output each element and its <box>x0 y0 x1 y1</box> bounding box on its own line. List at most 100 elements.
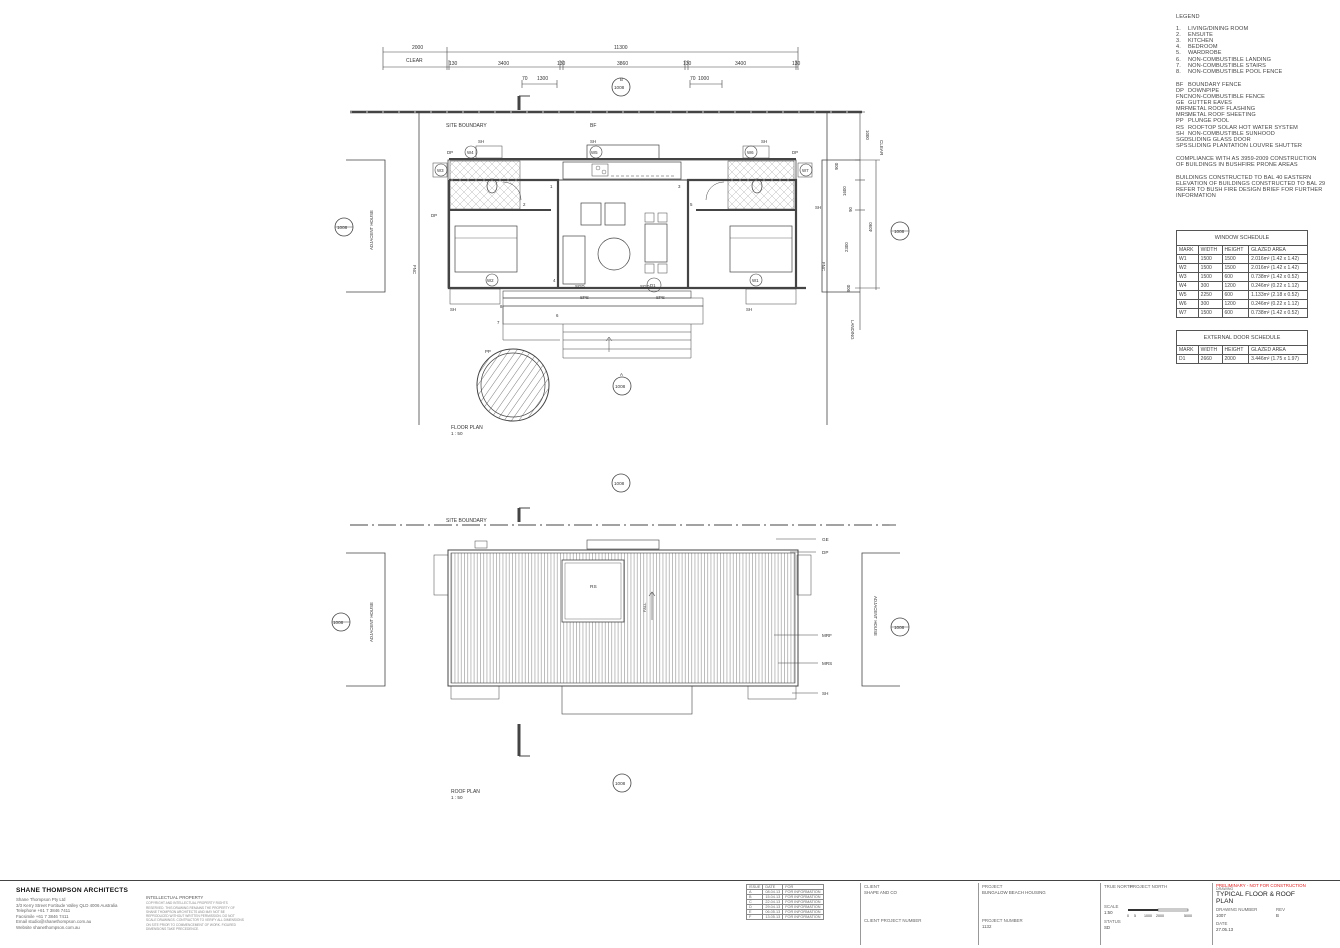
true-north-label: TRUE NORTH <box>1104 884 1133 889</box>
legend-label: LIVING/DINING ROOM <box>1188 26 1249 33</box>
scale-bar-2: 1000 <box>1144 914 1152 918</box>
abbreviation-key: BF <box>1176 81 1184 88</box>
roof-ref-top: 1008 <box>614 481 625 486</box>
scale-bar-4: 5000 <box>1184 914 1192 918</box>
floor-plan-labels: 2000 CLEAR 11300 130 3400 130 3860 130 3… <box>337 45 905 436</box>
window-tag-w1: W1 <box>752 278 759 283</box>
revision-cell: 22.04.13 <box>762 899 784 905</box>
legend-item: 2.ENSUITE <box>1176 32 1326 38</box>
schedule-cell: W5 <box>1176 290 1199 300</box>
right-clear: CLEAR <box>879 140 884 156</box>
schedule-cell: 1200 <box>1221 299 1250 309</box>
abbreviation-key: GE <box>1176 100 1185 107</box>
roof-rs-label: RS <box>590 584 597 590</box>
roof-ref-left: 1008 <box>333 620 344 625</box>
dim-window-0: 1300 <box>537 76 548 82</box>
schedule-cell: 0.738m² (1.42 x 0.52) <box>1248 308 1308 318</box>
legend-key: 8. <box>1176 68 1181 75</box>
schedule-cell: 3.446m² (1.75 x 1.97) <box>1248 354 1308 364</box>
roof-ref-bottom: 1008 <box>615 781 626 786</box>
abbreviation-label: PLUNGE POOL <box>1188 118 1230 125</box>
room-number-2: 2 <box>523 202 526 207</box>
schedule-cell: 1500 <box>1221 263 1250 273</box>
revision-cell: F <box>745 914 764 920</box>
revision-cell: FOR INFORMATION <box>782 894 824 900</box>
schedule-header: GLAZED AREA <box>1248 345 1308 355</box>
dim-seg-0: 130 <box>449 61 458 67</box>
schedule-header: MARK <box>1176 345 1199 355</box>
drawing-label: DRAWING <box>1216 887 1234 891</box>
revision-cell: 13.05.13 <box>762 914 784 920</box>
schedule-cell: 300 <box>1197 281 1223 291</box>
schedule-cell: W3 <box>1176 272 1199 282</box>
room-number-1: 1 <box>550 184 553 189</box>
roof-mrf-label: MRF <box>822 633 832 638</box>
abbreviation-key: SH <box>1176 130 1184 137</box>
abbreviation-key: SGD <box>1176 136 1189 143</box>
schedule-cell: 1500 <box>1197 308 1223 318</box>
preliminary-note: PRELIMINARY - NOT FOR CONSTRUCTION <box>1216 883 1306 888</box>
schedule-cell: W6 <box>1176 299 1199 309</box>
schedule-cell: 1200 <box>1221 281 1250 291</box>
schedule-cell: 300 <box>1197 299 1223 309</box>
dim-small-1: 70 <box>690 76 696 82</box>
abbreviation-label: DOWNPIPE <box>1188 87 1220 94</box>
firm-contact-line: Email studio@shanethompson.com.au <box>16 919 92 925</box>
drawing-number-label: DRAWING NUMBER <box>1216 907 1258 912</box>
section-letter-bottom: A <box>620 372 623 377</box>
dp-left: DP <box>447 150 453 155</box>
schedule-cell: W2 <box>1176 263 1199 273</box>
window-tag-w7: W7 <box>802 168 809 173</box>
legend-abbreviation: BF BOUNDARY FENCE <box>1176 82 1326 88</box>
legend-key: 5. <box>1176 50 1181 57</box>
fnc-right: FNC <box>821 262 826 271</box>
room-number-3: 3 <box>678 184 681 189</box>
client-name: SHAPE AND CO <box>864 890 897 895</box>
window-schedule-title: WINDOW SCHEDULE <box>1176 230 1308 245</box>
legend-item: 6.NON-COMBUSTIBLE LANDING <box>1176 57 1326 63</box>
legend-abbreviation: SH NON-COMBUSTIBLE SUNHOOD <box>1176 131 1326 137</box>
roof-fall-label: FALL <box>642 602 647 612</box>
disclaimer: INTELLECTUAL PROPERTY COPYRIGHT AND INTE… <box>146 895 246 932</box>
revision-cell: 08.04.13 <box>762 889 784 895</box>
project-number: 1132 <box>982 924 992 929</box>
disclaimer-text: COPYRIGHT AND INTELLECTUAL PROPERTY RIGH… <box>146 901 244 932</box>
dimension-strings <box>382 47 799 88</box>
legend-item: 3.KITCHEN <box>1176 38 1326 44</box>
abbreviation-label: BOUNDARY FENCE <box>1188 81 1242 88</box>
firm-contact-line: Shane Thompson Pty Ltd <box>16 897 66 902</box>
sh-top-left: SH <box>478 139 484 144</box>
roof-sh-label: SH <box>822 691 828 696</box>
sps-right: SPS <box>656 295 665 300</box>
abbreviation-label: NON-COMBUSTIBLE SUNHOOD <box>1188 130 1275 137</box>
client-label: CLIENT <box>864 884 880 889</box>
schedule-header: GLAZED AREA <box>1248 245 1308 255</box>
schedule-cell: 1500 <box>1197 263 1223 273</box>
ref-bottom: 1008 <box>615 384 626 389</box>
legend-item: 7. NON-COMBUSTIBLE STAIRS <box>1176 63 1326 69</box>
schedule-cell: 1500 <box>1221 254 1250 264</box>
legend-label: NON-COMBUSTIBLE STAIRS <box>1188 62 1266 69</box>
schedule-header: WIDTH <box>1197 245 1223 255</box>
sh-bottom-left: SH <box>450 307 456 312</box>
dim-seg-2: 130 <box>557 61 566 67</box>
legend-key: 7. <box>1176 62 1181 69</box>
legend-label: BEDROOM <box>1188 44 1218 51</box>
floor-plan <box>334 47 910 425</box>
sgd-right: SGD <box>640 284 650 289</box>
roof-adjacent-left: ADJACENT HOUSE <box>369 602 374 642</box>
project-north-label: PROJECT NORTH <box>1130 884 1168 889</box>
dim-right-4: 2300 <box>844 242 849 252</box>
roof-plan <box>331 473 910 793</box>
legend-note-compliance: COMPLIANCE WITH AS 3959-2009 CONSTRUCTIO… <box>1176 155 1317 168</box>
